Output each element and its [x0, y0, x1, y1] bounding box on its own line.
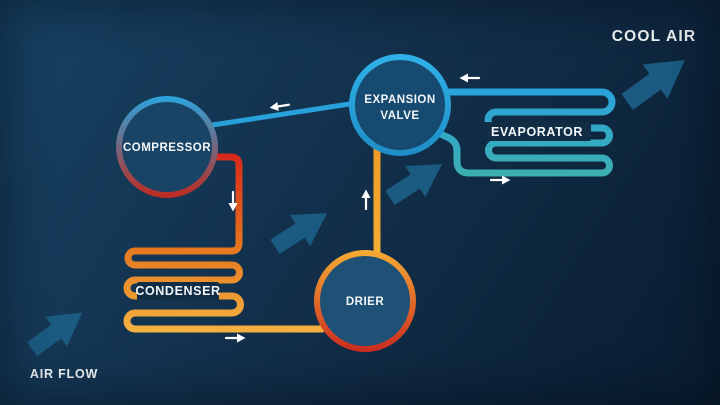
compressor-label: COMPRESSOR — [123, 142, 211, 154]
flow-arrow-up-drier-valve-pipe-icon — [361, 189, 371, 211]
drier-node: DRIER — [314, 250, 416, 352]
condenser-label-box — [137, 282, 219, 300]
expansion-valve-label-line2: VALVE — [380, 110, 419, 122]
expansion-valve-node: EXPANSION VALVE — [349, 54, 451, 156]
expansion-valve-circle — [349, 54, 451, 156]
flow-arrow-left-evaporator-top-icon — [459, 73, 481, 83]
evaporator-coil-pipe — [432, 88, 616, 177]
flow-arrow-down-discharge-pipe-icon — [228, 190, 238, 212]
airflow-arrow-condenser — [270, 213, 327, 255]
condenser-label-group: CONDENSER — [135, 282, 220, 300]
flow-arrow-right-condenser-bottom-icon — [224, 333, 246, 343]
expansion-valve-label-line1: EXPANSION — [364, 94, 435, 106]
air-flow-label: AIR FLOW — [30, 367, 98, 381]
flow-arrow-right-evaporator-bottom-icon — [489, 175, 511, 185]
evaporator-label-group: EVAPORATOR — [483, 122, 591, 141]
cool-air-arrow — [621, 60, 685, 110]
evaporator-label: EVAPORATOR — [491, 125, 583, 139]
flow-arrow-left-suction-line-icon — [269, 102, 291, 111]
condenser-coil-pipe — [123, 153, 326, 333]
airflow-arrow-bottom-left — [26, 312, 83, 357]
compressor-circle — [116, 96, 218, 198]
cool-air-label: COOL AIR — [612, 28, 697, 45]
evaporator-label-box — [483, 122, 591, 141]
compressor-node: COMPRESSOR — [116, 96, 218, 198]
drier-label: DRIER — [346, 296, 384, 308]
airflow-arrow-expansion-valve — [385, 164, 442, 206]
suction-line-evaporator-to-compressor — [203, 100, 359, 129]
drier-circle — [314, 250, 416, 352]
condenser-label: CONDENSER — [135, 284, 220, 298]
